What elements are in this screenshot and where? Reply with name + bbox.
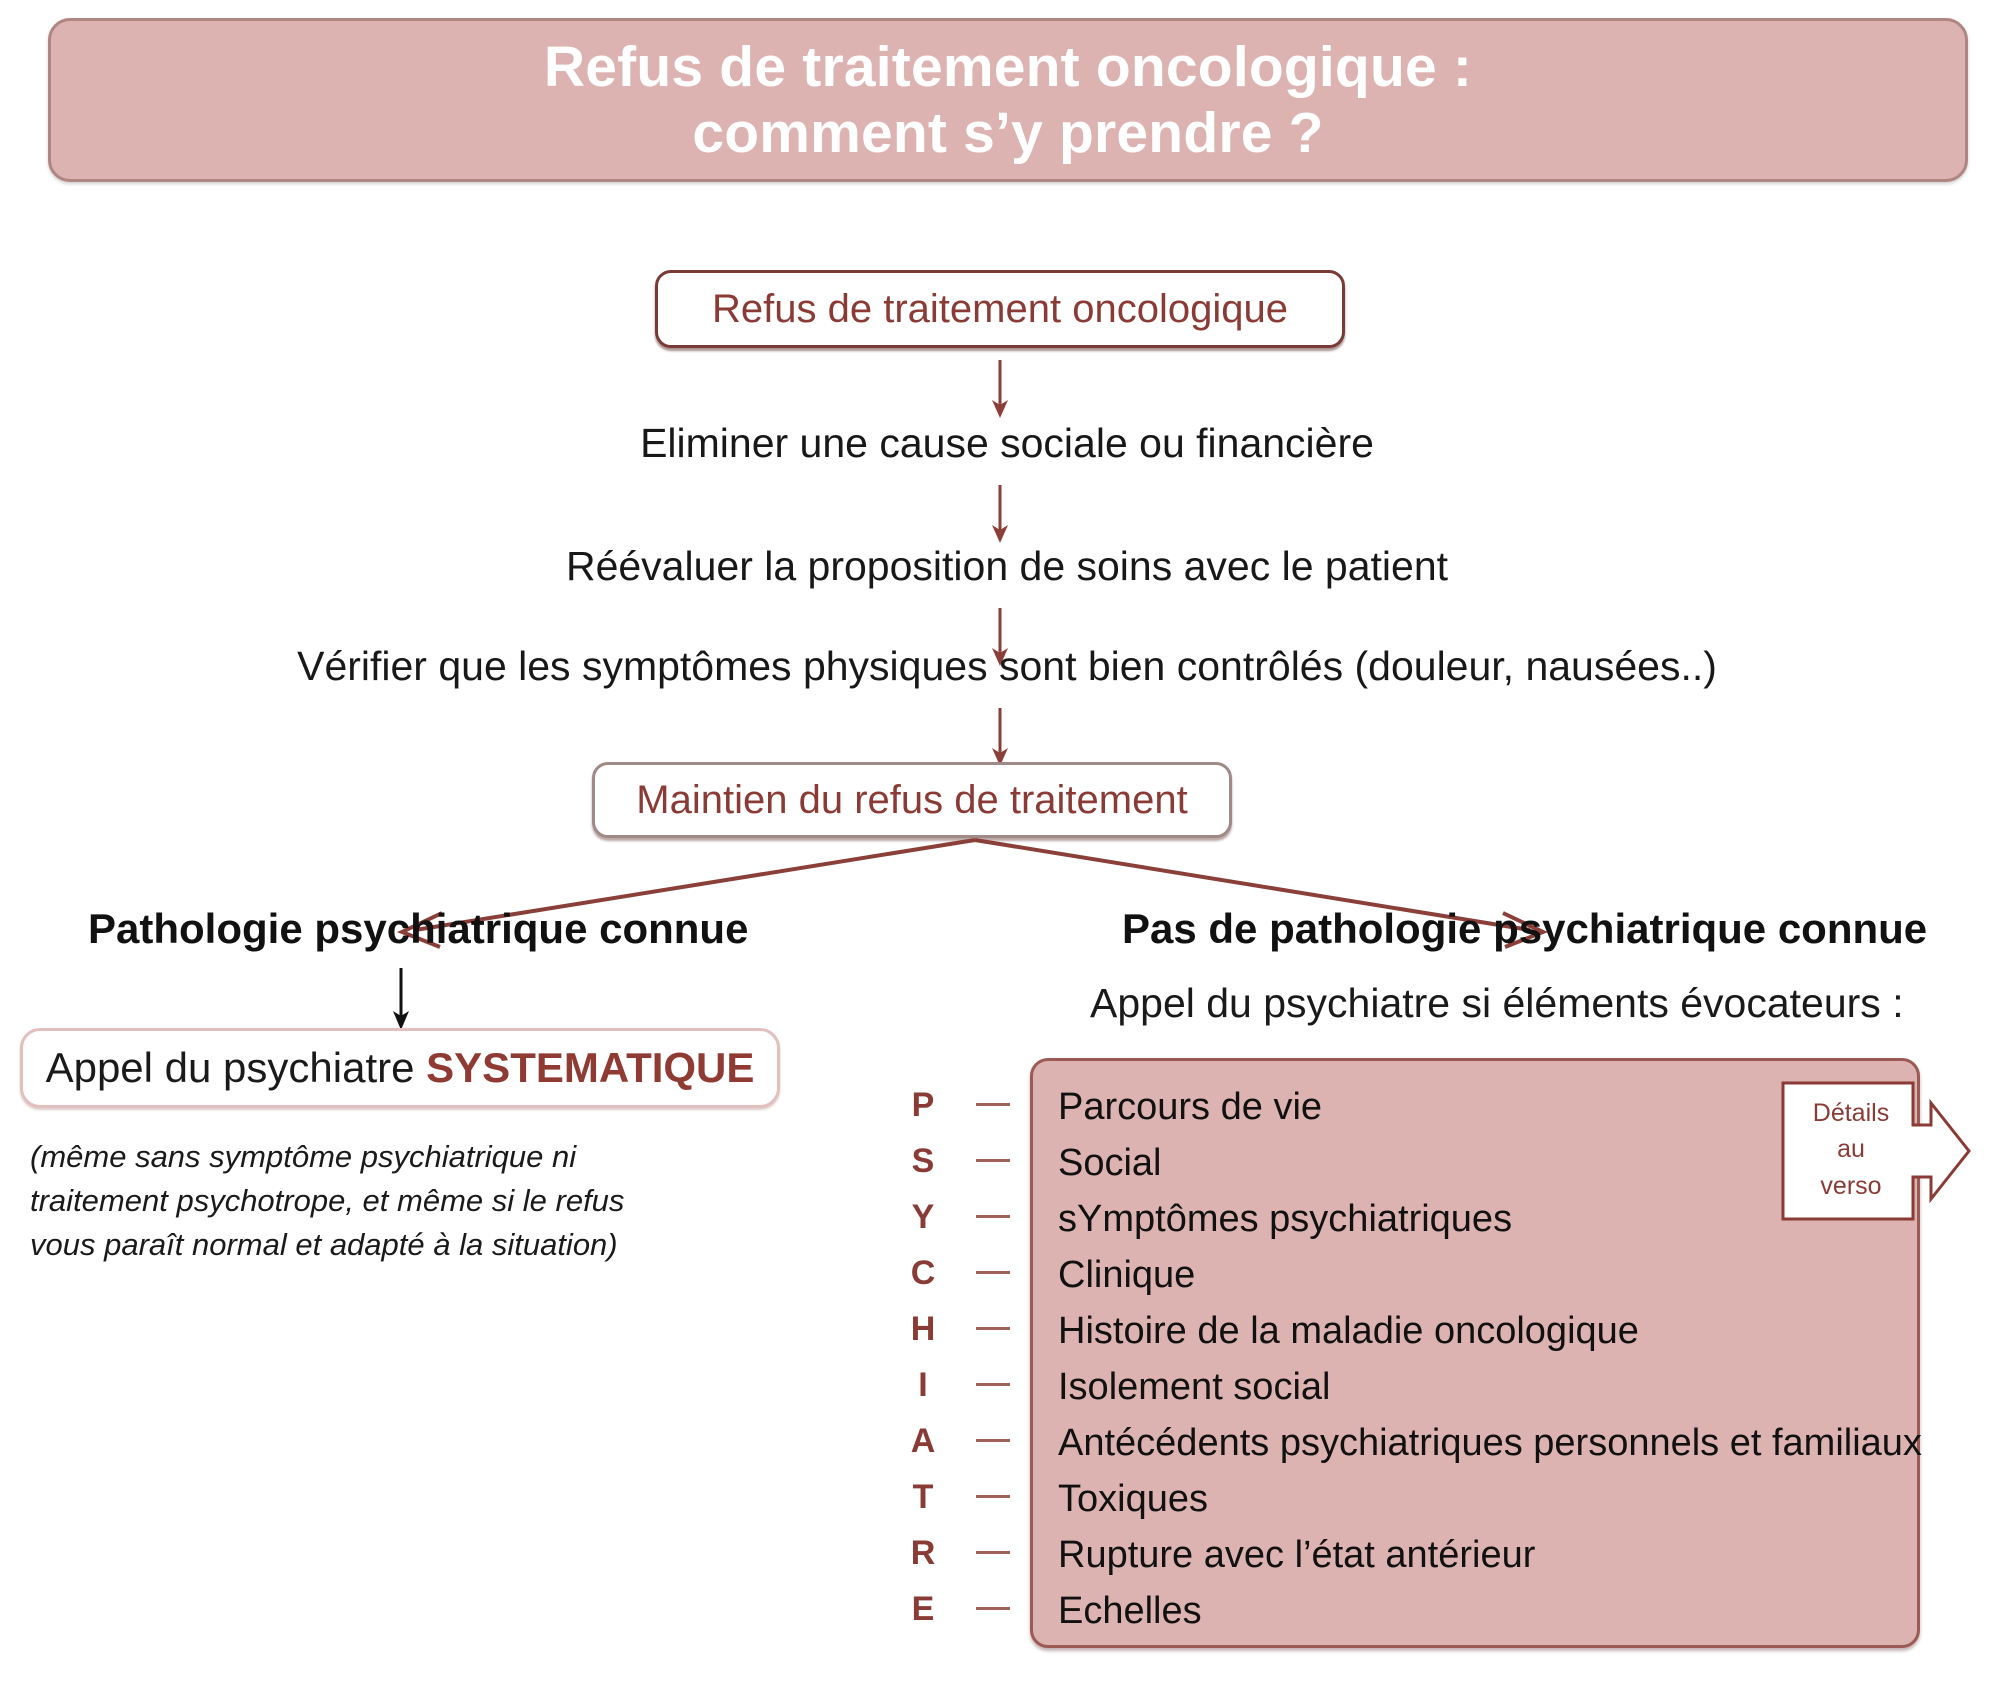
arrow-down-1 <box>992 360 1008 418</box>
psychiatre-item-c: Clinique <box>1058 1254 1196 1296</box>
verso-line-3: verso <box>1820 1171 1882 1200</box>
arrow-down-left-branch <box>393 968 409 1030</box>
mnemo-dash-p <box>976 1103 1010 1106</box>
psychiatre-item-s: Social <box>1058 1142 1162 1184</box>
flow-step-eliminer: Eliminer une cause sociale ou financière <box>640 420 1374 466</box>
flow-step-verifier: Vérifier que les symptômes physiques son… <box>297 643 1717 689</box>
page-title: Refus de traitement oncologique : commen… <box>544 34 1472 166</box>
node-appel-systematique: Appel du psychiatre SYSTEMATIQUE <box>20 1028 780 1108</box>
title-line-2: comment s’y prendre ? <box>692 101 1324 165</box>
appel-prefix: Appel du psychiatre <box>45 1044 427 1091</box>
mnemo-dash-i <box>976 1383 1010 1386</box>
mnemo-dash-h <box>976 1327 1010 1330</box>
title-line-1: Refus de traitement oncologique : <box>543 34 1473 99</box>
mnemo-dash-y <box>976 1215 1010 1218</box>
details-au-verso-text: Détails au verso <box>1789 1095 1913 1204</box>
arrow-down-2 <box>992 485 1008 543</box>
flow-step-reevaluer: Réévaluer la proposition de soins avec l… <box>565 543 1449 589</box>
node-appel-systematique-label: Appel du psychiatre SYSTEMATIQUE <box>46 1044 755 1092</box>
mnemo-letter-i: I <box>918 1366 928 1404</box>
verso-line-1: Détails <box>1812 1099 1890 1127</box>
appel-emphasis: SYSTEMATIQUE <box>426 1044 755 1091</box>
psychiatre-item-t: Toxiques <box>1058 1478 1208 1520</box>
arrow-down-4 <box>992 708 1008 766</box>
mnemo-letter-p: P <box>911 1086 935 1124</box>
node-maintien-refus-label: Maintien du refus de traitement <box>636 777 1188 822</box>
verso-line-2: au <box>1837 1135 1865 1164</box>
branch-subtitle-appel-si-elements: Appel du psychiatre si éléments évocateu… <box>1090 980 1904 1026</box>
node-refus-traitement-label: Refus de traitement oncologique <box>712 286 1288 331</box>
footnote-line-3: vous paraît normal et adapté à la situat… <box>30 1227 618 1263</box>
mnemo-letter-a: A <box>910 1422 936 1460</box>
psychiatre-item-h: Histoire de la maladie oncologique <box>1058 1310 1639 1352</box>
psychiatre-mnemonic: P Parcours de vie S Social Y sYmptômes p… <box>880 1058 1980 1658</box>
footnote-line-1: (même sans symptôme psychiatrique ni <box>30 1139 577 1174</box>
footnote-line-2: traitement psychotrope, et même si le re… <box>30 1183 625 1219</box>
arrow-down-3 <box>992 608 1008 666</box>
right-block-arrow-icon <box>1781 1081 1971 1221</box>
mnemo-letter-e: E <box>911 1590 935 1628</box>
mnemo-letter-r: R <box>910 1534 936 1572</box>
details-au-verso-badge[interactable]: Détails au verso <box>1781 1081 1971 1221</box>
mnemo-dash-c <box>976 1271 1010 1274</box>
mnemo-letter-c: C <box>910 1254 936 1292</box>
psychiatre-item-y: sYmptômes psychiatriques <box>1058 1198 1513 1240</box>
psychiatre-item-a: Antécédents psychiatriques personnels et… <box>1058 1422 1922 1464</box>
branch-label-pathologie-connue: Pathologie psychiatrique connue <box>88 905 749 952</box>
psychiatre-item-p: Parcours de vie <box>1058 1086 1323 1128</box>
mnemo-dash-a <box>976 1439 1010 1442</box>
mnemo-letter-y: Y <box>911 1198 935 1236</box>
mnemo-letter-t: T <box>912 1478 934 1516</box>
footnote-left-branch: (même sans symptôme psychiatrique ni tra… <box>30 1135 670 1267</box>
mnemo-dash-t <box>976 1495 1010 1498</box>
node-refus-traitement: Refus de traitement oncologique <box>655 270 1345 348</box>
mnemo-dash-s <box>976 1159 1010 1162</box>
psychiatre-item-e: Echelles <box>1058 1590 1202 1632</box>
psychiatre-item-i: Isolement social <box>1058 1366 1331 1408</box>
title-banner: Refus de traitement oncologique : commen… <box>48 18 1968 182</box>
mnemo-dash-e <box>976 1607 1010 1610</box>
mnemo-letter-s: S <box>911 1142 935 1180</box>
node-maintien-refus: Maintien du refus de traitement <box>592 762 1232 838</box>
mnemo-letter-h: H <box>910 1310 936 1348</box>
branch-label-pas-de-pathologie: Pas de pathologie psychiatrique connue <box>1122 905 1928 952</box>
psychiatre-item-r: Rupture avec l’état antérieur <box>1058 1534 1536 1576</box>
branch-arrows <box>396 838 1549 949</box>
psychiatre-items-box <box>1030 1058 1920 1648</box>
mnemo-dash-r <box>976 1551 1010 1554</box>
